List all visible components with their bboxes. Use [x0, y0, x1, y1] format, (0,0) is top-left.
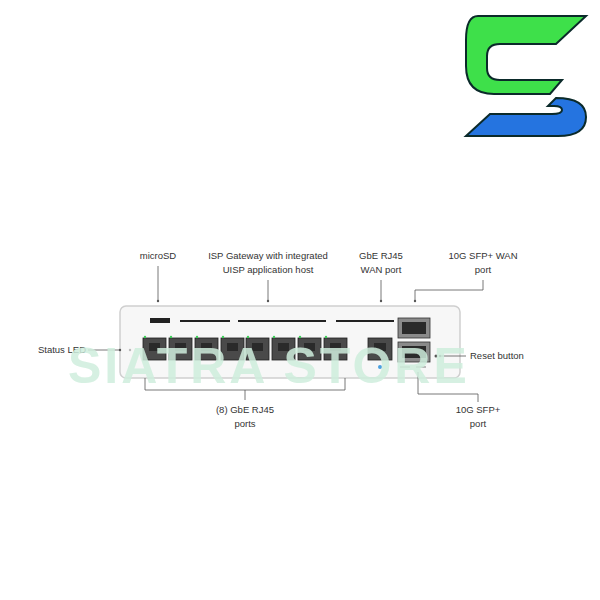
- store-logo: [466, 16, 586, 136]
- part-label: microSD: [128, 249, 188, 263]
- part-label: ISP Gateway with integrated UISP applica…: [198, 249, 338, 277]
- part-label: GbE RJ45 WAN port: [354, 249, 408, 277]
- part-label: 10G SFP+ port: [453, 403, 503, 431]
- watermark: SIATRA STORE: [68, 338, 470, 394]
- part-label: 10G SFP+ WAN port: [447, 249, 519, 277]
- part-label: (8) GbE RJ45 ports: [212, 403, 278, 431]
- part-label: Reset button: [470, 349, 550, 363]
